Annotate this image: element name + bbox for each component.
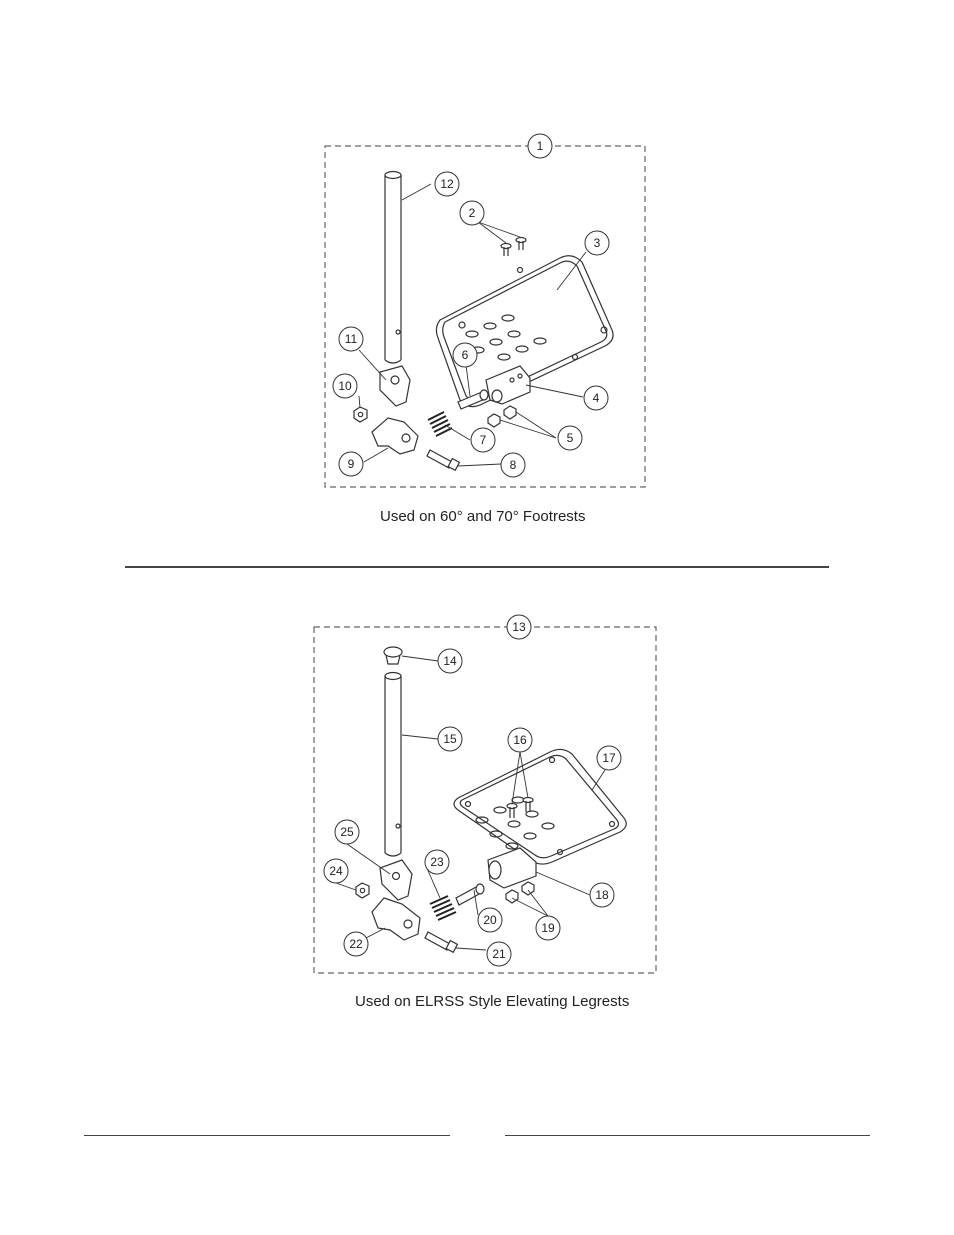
top-assembly-figure xyxy=(324,133,646,488)
callout-18: 18 xyxy=(595,888,609,902)
part-5-nuts xyxy=(487,405,517,428)
callout-11: 11 xyxy=(345,332,358,346)
callout-22: 22 xyxy=(349,937,363,951)
part-21-bolt xyxy=(424,931,459,954)
top-callout-circles xyxy=(332,133,610,478)
callout-8: 8 xyxy=(510,458,517,472)
section-divider xyxy=(125,566,829,568)
part-20-pin xyxy=(455,883,485,906)
part-17-footplate xyxy=(453,748,627,865)
top-figure-caption: Used on 60° and 70° Footrests xyxy=(380,508,586,525)
callout-25: 25 xyxy=(340,825,354,839)
part-10-nut xyxy=(353,406,368,423)
part-15-tube xyxy=(384,671,402,857)
part-12-tube xyxy=(384,170,402,364)
top-kit-border xyxy=(324,145,646,488)
callout-17: 17 xyxy=(602,751,616,765)
callout-2: 2 xyxy=(469,206,476,220)
callout-7: 7 xyxy=(480,433,487,447)
bottom-kit-border xyxy=(313,626,657,974)
part-23-spring xyxy=(429,895,457,921)
callout-21: 21 xyxy=(492,947,506,961)
callout-1: 1 xyxy=(537,139,544,153)
callout-12: 12 xyxy=(440,177,454,191)
callout-9: 9 xyxy=(348,457,355,471)
footer-rule-left xyxy=(84,1135,450,1136)
callout-10: 10 xyxy=(338,379,352,393)
callout-3: 3 xyxy=(594,236,601,250)
callout-19: 19 xyxy=(541,921,555,935)
bottom-figure-caption: Used on ELRSS Style Elevating Legrests xyxy=(355,993,630,1010)
part-7-spring xyxy=(427,411,453,437)
top-leader-lines xyxy=(358,183,587,467)
callout-20: 20 xyxy=(483,913,497,927)
part-3-footplate xyxy=(435,255,614,408)
callout-5: 5 xyxy=(567,431,574,445)
callout-14: 14 xyxy=(443,654,457,668)
callout-13: 13 xyxy=(512,620,526,634)
callout-16: 16 xyxy=(513,733,527,747)
footer-rule-right xyxy=(505,1135,870,1136)
part-19-nuts xyxy=(505,881,535,904)
part-18-clamp xyxy=(487,847,537,889)
top-callout-labels: 1 12 2 3 11 6 4 10 5 7 9 8 xyxy=(338,139,600,472)
callout-23: 23 xyxy=(430,855,444,869)
callout-24: 24 xyxy=(329,864,343,878)
callout-4: 4 xyxy=(593,391,600,405)
part-4-clamp xyxy=(485,365,531,405)
callout-6: 6 xyxy=(462,348,469,362)
bottom-assembly-figure xyxy=(313,614,657,974)
part-11-bracket xyxy=(379,365,411,407)
bottom-callout-circles xyxy=(323,614,622,967)
bottom-callout-labels: 13 14 15 16 17 25 23 24 18 20 19 22 21 xyxy=(329,620,616,961)
part-14-cap xyxy=(383,646,403,665)
part-9-hinge xyxy=(371,417,419,455)
part-2-screws xyxy=(500,236,527,256)
part-22-hinge xyxy=(371,897,421,941)
part-24-nut xyxy=(355,882,370,899)
bottom-leader-lines xyxy=(335,655,606,951)
part-6-pin xyxy=(457,389,489,410)
callout-15: 15 xyxy=(443,732,457,746)
part-8-bolt xyxy=(426,449,461,472)
